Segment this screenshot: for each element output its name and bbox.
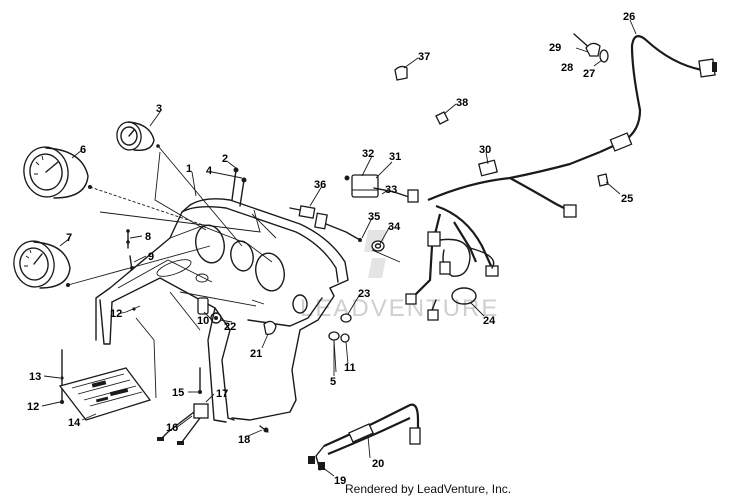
callout-10: 10 xyxy=(197,315,209,327)
callout-6: 6 xyxy=(80,144,86,156)
callout-28: 28 xyxy=(561,62,573,74)
callout-labels: 1 2 3 4 5 6 7 8 9 10 11 12 12 13 14 15 1… xyxy=(27,11,635,487)
callout-33: 33 xyxy=(385,184,397,196)
callout-leaders xyxy=(41,19,637,477)
callout-29: 29 xyxy=(549,42,561,54)
callout-38: 38 xyxy=(456,97,468,109)
switch-15-16-17 xyxy=(157,367,269,445)
switches-10-21-22 xyxy=(197,297,277,335)
callout-15: 15 xyxy=(172,387,184,399)
relay-and-fuse-31-36 xyxy=(289,174,419,263)
screw-12-upper xyxy=(125,305,141,313)
callout-19: 19 xyxy=(334,475,346,487)
clips-25-29 xyxy=(573,33,609,187)
callout-21: 21 xyxy=(250,348,262,360)
screws-2-4 xyxy=(231,167,247,207)
callout-32: 32 xyxy=(362,148,374,160)
decal-plate-14 xyxy=(58,349,152,421)
callout-36: 36 xyxy=(314,179,326,191)
callout-31: 31 xyxy=(389,151,401,163)
callout-16: 16 xyxy=(166,422,178,434)
callout-8: 8 xyxy=(145,231,151,243)
callout-20: 20 xyxy=(372,458,384,470)
cable-20 xyxy=(308,403,421,471)
callout-7: 7 xyxy=(66,232,72,244)
callout-13: 13 xyxy=(29,371,41,383)
callout-37: 37 xyxy=(418,51,430,63)
wiring-harness-30 xyxy=(405,150,601,321)
dash-panel xyxy=(95,198,349,423)
leader-lines xyxy=(67,145,277,399)
callout-17: 17 xyxy=(216,388,228,400)
callout-11: 11 xyxy=(344,362,356,374)
callout-5: 5 xyxy=(330,376,336,388)
watermark-text: LEADVENTURE xyxy=(300,295,499,322)
gauge-6 xyxy=(23,146,92,199)
screws-8-9 xyxy=(126,229,134,271)
callout-12-upper: 12 xyxy=(110,308,122,320)
callout-18: 18 xyxy=(238,434,250,446)
rendered-by-credit: Rendered by LeadVenture, Inc. xyxy=(345,482,512,496)
callout-12-lower: 12 xyxy=(27,401,39,413)
callout-3: 3 xyxy=(156,103,162,115)
callout-1: 1 xyxy=(186,163,192,175)
callout-26: 26 xyxy=(623,11,635,23)
gauge-3 xyxy=(116,121,160,151)
callout-4: 4 xyxy=(206,165,213,177)
callout-22: 22 xyxy=(224,321,236,333)
callout-35: 35 xyxy=(368,211,380,223)
knobs-5-11-23 xyxy=(328,313,352,373)
callout-25: 25 xyxy=(621,193,633,205)
callout-2: 2 xyxy=(222,153,228,165)
clips-37-38 xyxy=(394,65,449,125)
callout-24: 24 xyxy=(483,315,496,327)
callout-27: 27 xyxy=(583,68,595,80)
cable-26 xyxy=(599,35,717,154)
callout-14: 14 xyxy=(68,417,81,429)
callout-34: 34 xyxy=(388,221,401,233)
callout-9: 9 xyxy=(148,251,154,263)
callout-23: 23 xyxy=(358,288,370,300)
gauge-7 xyxy=(13,240,71,289)
callout-30: 30 xyxy=(479,144,491,156)
